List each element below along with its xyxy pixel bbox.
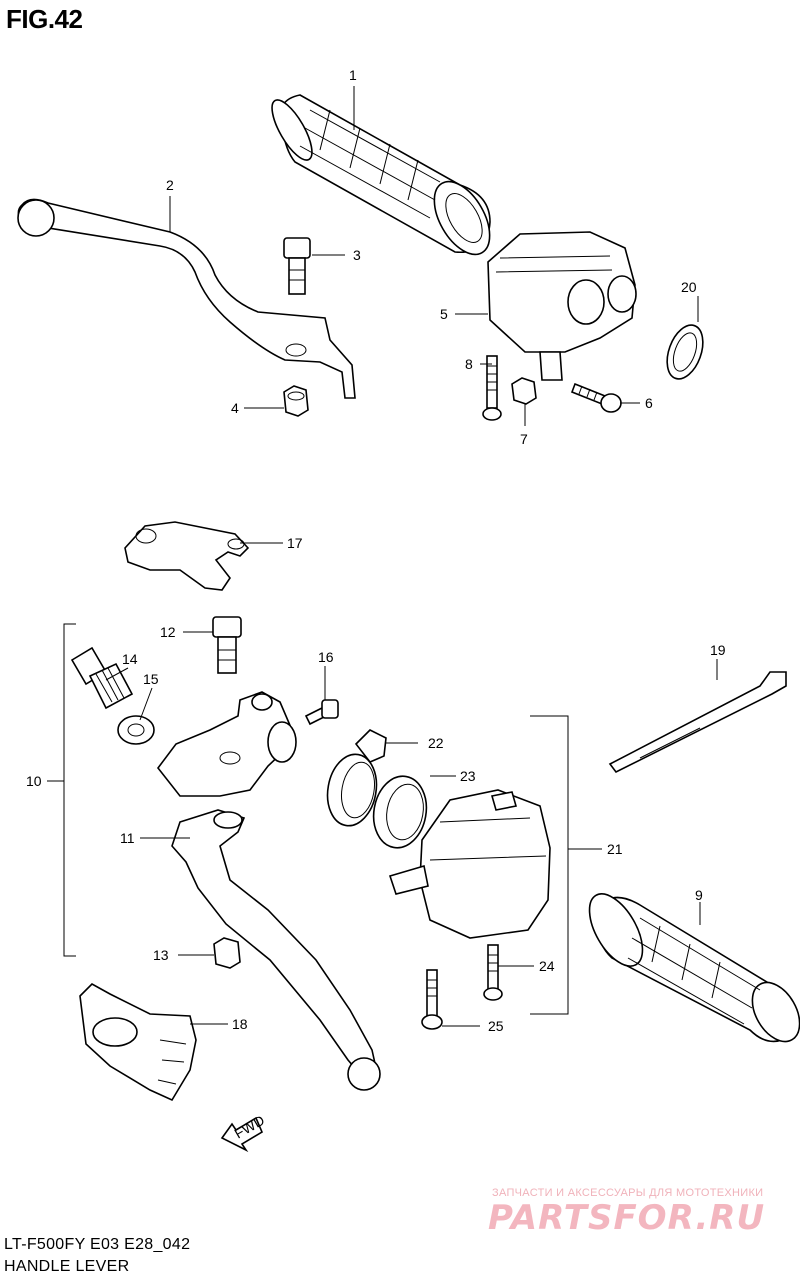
bolt-part-12 (212, 616, 242, 674)
label-part-17: 17 (287, 535, 303, 551)
leader-lines (105, 86, 718, 1027)
label-part-13: 13 (153, 947, 169, 963)
label-part-15: 15 (143, 671, 159, 687)
grip-right-part-1 (271, 94, 491, 256)
label-part-22: 22 (428, 735, 444, 751)
label-part-21: 21 (607, 841, 623, 857)
label-part-7: 7 (520, 431, 528, 447)
brake-lever-part-2 (17, 198, 356, 399)
group-bracket-10 (47, 623, 76, 957)
label-part-9: 9 (695, 887, 703, 903)
clutch-lever-part-11 (171, 809, 381, 1091)
grip-left-part-9 (588, 893, 800, 1043)
label-part-4: 4 (231, 400, 239, 416)
screw-part-24 (483, 944, 503, 1001)
pivot-bolt-part-3 (283, 237, 311, 295)
label-part-6: 6 (645, 395, 653, 411)
label-part-11: 11 (120, 830, 135, 846)
lever-holder-part-5 (487, 231, 637, 381)
label-part-1: 1 (349, 67, 357, 83)
group-bracket-21 (530, 715, 602, 1015)
label-part-5: 5 (440, 306, 448, 322)
boot-part-18 (79, 983, 197, 1102)
label-part-25: 25 (488, 1018, 504, 1034)
label-part-18: 18 (232, 1016, 248, 1032)
nut-part-13 (213, 937, 241, 969)
label-part-10: 10 (26, 773, 42, 789)
model-code: LT-F500FY E03 E28_042 (4, 1236, 191, 1253)
screw-part-8 (482, 355, 502, 421)
nut-part-7 (511, 377, 537, 405)
switch-housing-part-21 (388, 789, 551, 939)
label-part-14: 14 (122, 651, 138, 667)
label-part-24: 24 (539, 958, 555, 974)
label-part-12: 12 (160, 624, 176, 640)
fwd-arrow-icon: FWD (220, 1112, 267, 1153)
diagram-caption: HANDLE LEVER (4, 1258, 130, 1275)
figure-title: FIG.42 (6, 4, 83, 34)
watermark-brand: PARTSFOR.RU (488, 1198, 766, 1238)
lock-nut-part-15 (117, 715, 155, 745)
label-part-20: 20 (681, 279, 697, 295)
bolt-part-16 (304, 699, 339, 726)
label-part-19: 19 (710, 642, 726, 658)
label-part-8: 8 (465, 356, 473, 372)
screw-part-25 (421, 969, 443, 1030)
label-part-23: 23 (460, 768, 476, 784)
watermark-tagline: ЗАПЧАСТИ И АКСЕССУАРЫ ДЛЯ МОТОТЕХНИКИ (492, 1187, 764, 1199)
o-ring-part-20 (666, 324, 704, 380)
label-part-3: 3 (353, 247, 361, 263)
label-part-2: 2 (166, 177, 174, 193)
part-labels: 1 2 3 4 5 6 7 8 9 10 11 12 13 14 15 16 1… (26, 67, 726, 1034)
clutch-lever-holder (156, 691, 297, 797)
bracket-part-17 (124, 521, 250, 591)
collar-part-23 (326, 753, 428, 849)
cable-tie-part-19 (608, 671, 787, 774)
nut-part-4 (283, 385, 309, 417)
screw-part-6 (570, 382, 622, 413)
label-part-16: 16 (318, 649, 334, 665)
adjuster-part-14 (70, 646, 134, 710)
